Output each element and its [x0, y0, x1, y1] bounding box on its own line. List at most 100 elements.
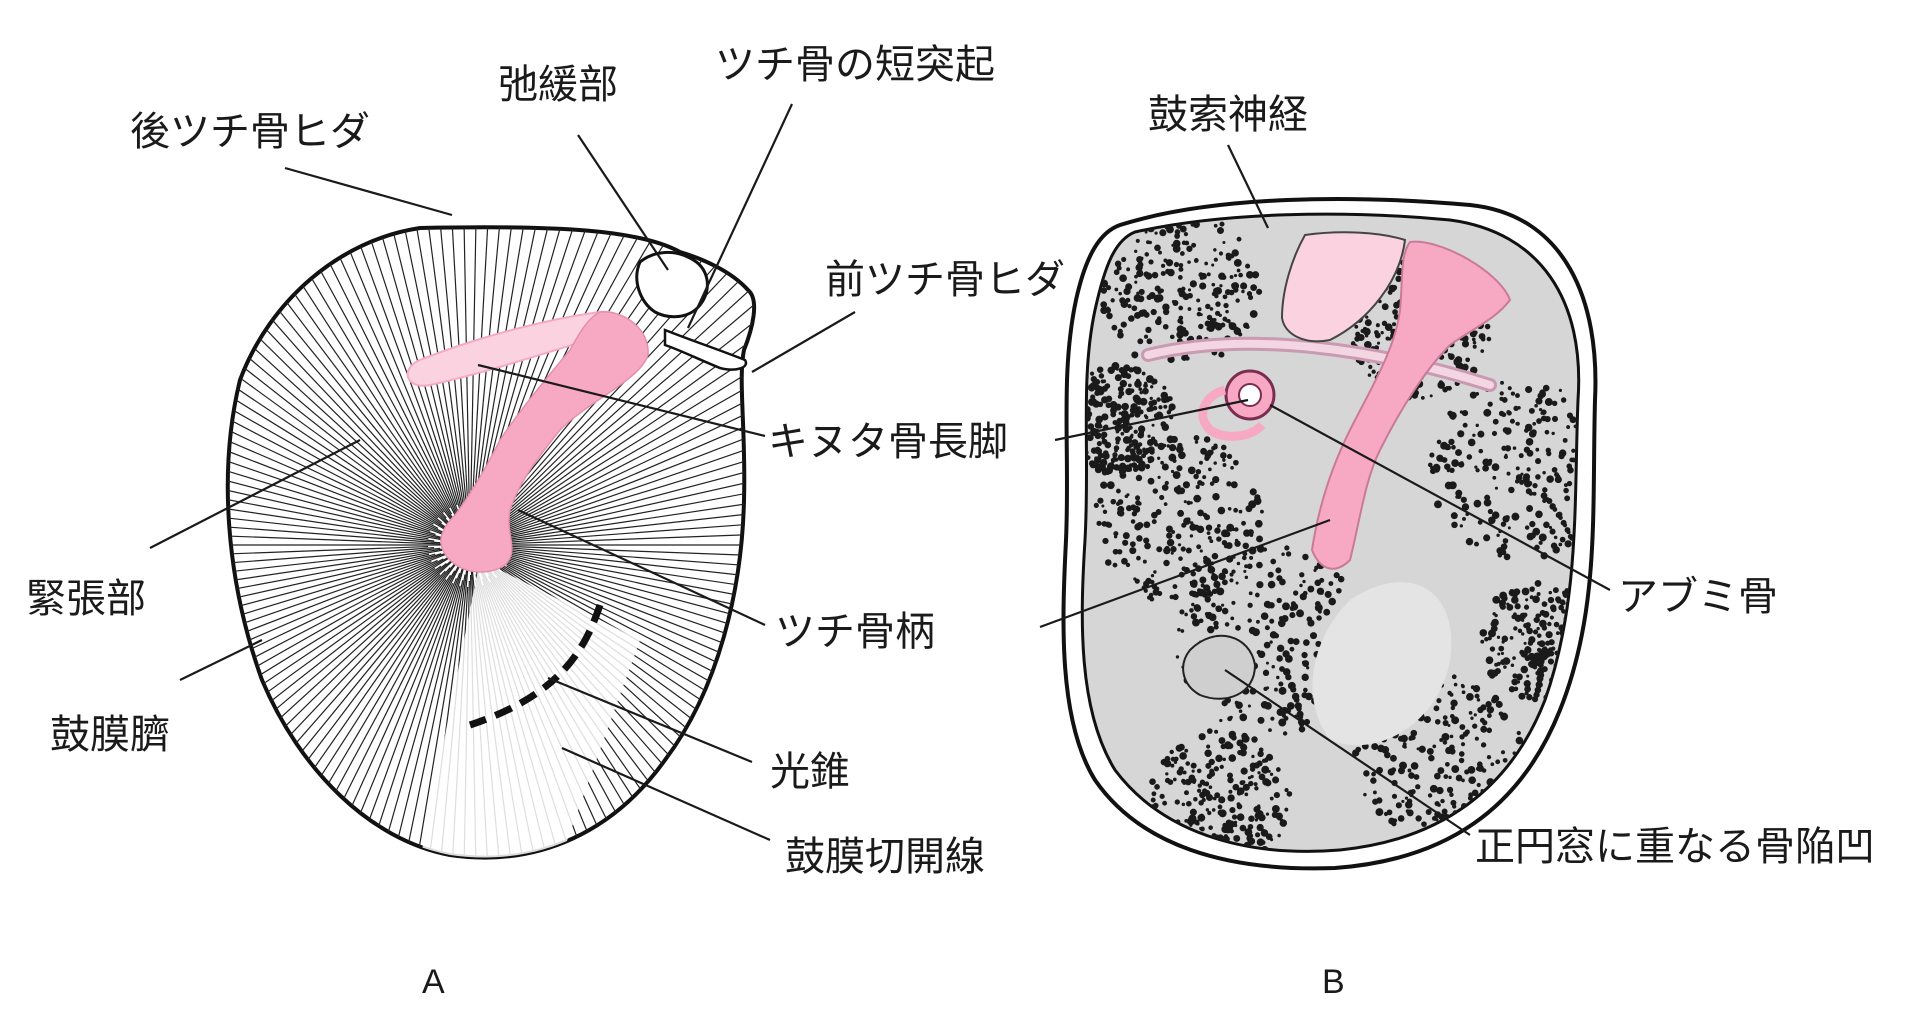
membrane-fiber: [227, 565, 442, 793]
bone-stipple-dot: [1168, 407, 1173, 412]
bone-stipple-dot: [1514, 479, 1520, 484]
bone-stipple-dot: [1151, 423, 1155, 427]
bone-stipple-dot: [1375, 808, 1384, 817]
bone-stipple-dot: [1383, 811, 1389, 817]
bone-stipple-dot: [1189, 523, 1197, 531]
bone-stipple-dot: [1448, 438, 1455, 445]
bone-stipple-dot: [1314, 565, 1319, 571]
bone-stipple-dot: [1513, 612, 1517, 617]
bone-stipple-dot: [1181, 327, 1187, 332]
bone-stipple-dot: [1094, 456, 1099, 461]
bone-stipple-dot: [1206, 326, 1211, 331]
bone-stipple-dot: [1143, 521, 1151, 529]
bone-stipple-dot: [1174, 799, 1180, 805]
bone-stipple-dot: [1445, 761, 1450, 767]
bone-stipple-dot: [1482, 464, 1489, 472]
bone-stipple-dot: [1203, 514, 1211, 521]
bone-stipple-dot: [1100, 379, 1105, 384]
bone-stipple-dot: [1551, 646, 1556, 651]
bone-stipple-dot: [1380, 331, 1384, 335]
bone-stipple-dot: [1183, 500, 1187, 504]
bone-stipple-dot: [1097, 401, 1104, 408]
bone-stipple-dot: [1269, 772, 1274, 776]
stapes-foramen: [1238, 383, 1262, 407]
bone-stipple-dot: [1273, 791, 1280, 799]
bone-stipple-dot: [1425, 809, 1432, 816]
bone-stipple-dot: [1143, 537, 1150, 544]
bone-stipple-dot: [1521, 587, 1530, 596]
bone-stipple-dot: [1098, 462, 1104, 468]
bone-stipple-dot: [1138, 460, 1146, 468]
bone-stipple-dot: [1538, 408, 1543, 412]
bone-stipple-dot: [1241, 732, 1248, 740]
label-anterior-fold: 前ツチ骨ヒダ: [825, 257, 1065, 303]
membrane-fiber: [227, 553, 456, 767]
bone-stipple-dot: [1239, 713, 1248, 722]
bone-stipple-dot: [1229, 275, 1234, 279]
bone-stipple-dot: [1206, 449, 1214, 456]
bone-stipple-dot: [1438, 380, 1444, 385]
bone-stipple-dot: [1101, 520, 1108, 527]
bone-stipple-dot: [1269, 796, 1274, 801]
bone-stipple-dot: [1090, 376, 1097, 383]
bone-stipple-dot: [1290, 686, 1297, 693]
bone-stipple-dot: [1264, 757, 1269, 762]
bone-stipple-dot: [1132, 466, 1139, 473]
bone-stipple-dot: [1494, 662, 1499, 667]
bone-stipple-dot: [1590, 663, 1594, 667]
bone-stipple-dot: [1247, 776, 1252, 780]
bone-stipple-dot: [1561, 608, 1565, 613]
membrane-fiber: [296, 583, 454, 858]
bone-stipple-dot: [1451, 459, 1459, 468]
bone-stipple-dot: [1602, 491, 1607, 496]
bone-stipple-dot: [1226, 772, 1233, 779]
bone-stipple-dot: [1282, 602, 1290, 611]
bone-stipple-dot: [1162, 385, 1167, 390]
bone-stipple-dot: [1246, 271, 1254, 279]
bone-stipple-dot: [1142, 559, 1147, 564]
bone-stipple-dot: [1376, 341, 1381, 345]
bone-stipple-dot: [1134, 380, 1142, 388]
bone-stipple-dot: [1170, 551, 1174, 555]
bone-stipple-dot: [1212, 475, 1220, 484]
bone-stipple-dot: [1601, 499, 1605, 503]
bone-stipple-dot: [1148, 405, 1155, 412]
bone-stipple-dot: [1461, 778, 1465, 783]
membrane-fiber: [227, 407, 431, 532]
bone-stipple-dot: [1100, 481, 1108, 489]
leader-chorda-tympani: [1227, 144, 1269, 229]
bone-stipple-dot: [1197, 588, 1205, 597]
bone-stipple-dot: [1186, 245, 1193, 252]
bone-stipple-dot: [1209, 866, 1215, 872]
bone-stipple-dot: [1100, 306, 1108, 315]
membrane-fiber: [498, 297, 755, 525]
membrane-fiber: [384, 227, 465, 516]
bone-stipple-dot: [1408, 772, 1415, 779]
membrane-fiber: [227, 547, 441, 593]
bone-stipple-dot: [1316, 615, 1322, 621]
bone-stipple-dot: [1371, 743, 1379, 751]
bone-stipple-dot: [1541, 601, 1548, 608]
bone-stipple-dot: [1193, 604, 1201, 612]
bone-stipple-dot: [1142, 449, 1147, 454]
bone-stipple-dot: [1093, 502, 1099, 508]
bone-stipple-dot: [1493, 813, 1500, 820]
bone-stipple-dot: [1247, 529, 1254, 536]
bone-stipple-dot: [1143, 334, 1149, 339]
bone-stipple-dot: [1170, 763, 1175, 768]
bone-stipple-dot: [1228, 789, 1233, 794]
bone-stipple-dot: [1437, 767, 1445, 775]
bone-stipple-dot: [1289, 646, 1295, 652]
bone-stipple-dot: [1112, 454, 1117, 459]
bone-stipple-dot: [1127, 383, 1132, 388]
bone-stipple-dot: [1205, 303, 1211, 310]
membrane-fiber: [227, 547, 453, 623]
bone-stipple-dot: [1501, 397, 1508, 403]
bone-stipple-dot: [1258, 813, 1266, 822]
bone-stipple-dot: [1596, 501, 1602, 507]
bone-stipple-dot: [1427, 793, 1433, 798]
membrane-fiber: [502, 364, 755, 531]
bone-stipple-dot: [1598, 474, 1602, 478]
membrane-fiber: [496, 350, 755, 532]
bone-stipple-dot: [1262, 669, 1270, 677]
